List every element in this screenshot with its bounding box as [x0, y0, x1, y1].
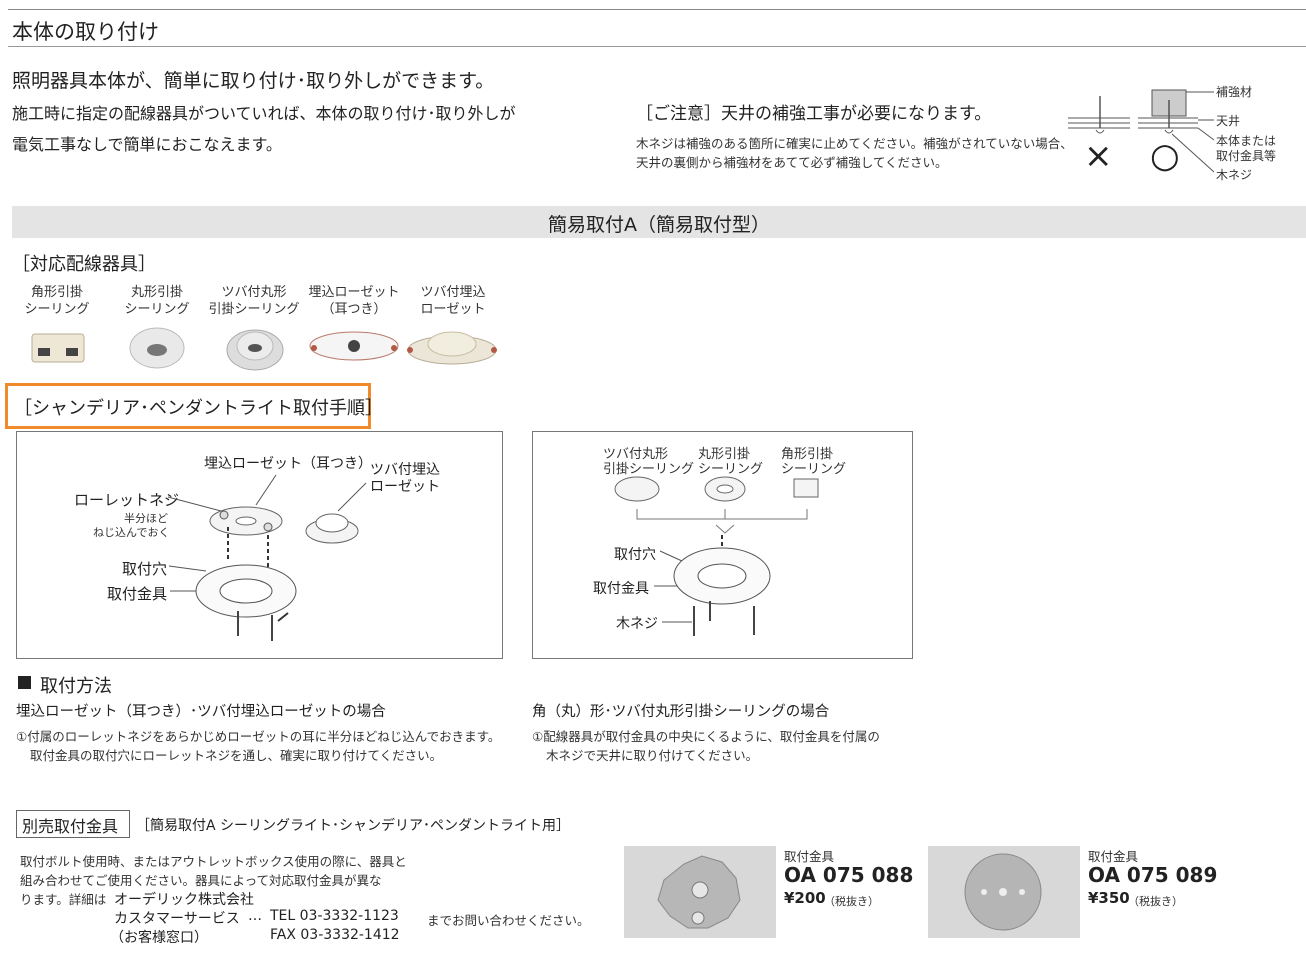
mark-good: ○: [1150, 136, 1180, 176]
product2-label: 取付金具: [1088, 849, 1139, 864]
caution-line2: 天井の裏側から補強材をあてて必ず補強してください。: [636, 155, 948, 170]
compat-label-2a: 丸形引掛: [130, 285, 183, 300]
diagram-left: [16, 431, 503, 659]
product1-price: ¥200: [784, 889, 826, 907]
accessory-dots: …: [248, 908, 262, 924]
bracket-photo-1: [657, 855, 741, 929]
accessory-badge-box: [16, 810, 130, 838]
method-left-line1: ①付属のローレットネジをあらかじめローゼットの耳に半分ほどねじ込んでおきます。: [16, 729, 501, 744]
accessory-subtitle: ［簡易取付A シーリングライト･シャンデリア･ペンダントライト用］: [136, 818, 571, 834]
flange-embedded-rosette-photo: [407, 331, 497, 365]
embedded-rosette-ear-photo: [309, 331, 399, 361]
accessory-window: （お客様窓口）: [110, 930, 208, 946]
compat-label-5b: ローゼット: [420, 302, 486, 317]
dl-roulette: ローレットネジ: [74, 491, 180, 509]
procedure-heading-box: [5, 383, 371, 429]
label-reinforce: 補強材: [1216, 85, 1253, 99]
product1-code: OA 075 088: [784, 863, 914, 887]
accessory-service: カスタマーサービス: [114, 911, 240, 927]
caution-heading: ［ご注意］天井の補強工事が必要になります。: [636, 104, 992, 124]
intro-line1: 施工時に指定の配線器具がついていれば、本体の取り付け･取り外しが: [12, 104, 516, 123]
diagram-right-drawing: [614, 476, 819, 636]
dl-bracket: 取付金具: [107, 585, 168, 603]
compatible-heading: ［対応配線器具］: [12, 254, 156, 275]
method-right-line2: 木ネジで天井に取り付けてください。: [546, 748, 759, 763]
accessory-desc1: 取付ボルト使用時、またはアウトレットボックス使用の際に、器具と: [20, 854, 407, 869]
dl-flange-rosette-1: ツバ付埋込: [370, 462, 440, 478]
method-square: [18, 676, 31, 689]
compat-label-4b: （耳つき）: [321, 302, 387, 317]
method-right-title: 角（丸）形･ツバ付丸形引掛シーリングの場合: [532, 704, 830, 720]
label-body-1: 本体または: [1216, 134, 1277, 148]
dr-item1-2: 引掛シーリング: [603, 462, 695, 477]
compat-label-2b: シーリング: [124, 302, 190, 317]
band-title: 簡易取付A（簡易取付型）: [548, 214, 770, 236]
product2-code: OA 075 089: [1088, 863, 1218, 887]
dr-screw: 木ネジ: [616, 616, 658, 632]
product1-label: 取付金具: [784, 849, 835, 864]
dr-item1-1: ツバ付丸形: [603, 447, 669, 462]
mark-bad: ×: [1084, 136, 1113, 176]
accessory-desc3: ります。詳細は: [20, 892, 107, 907]
label-ceiling: 天井: [1216, 114, 1241, 128]
dr-item2-2: シーリング: [698, 462, 764, 477]
band: [12, 206, 1306, 238]
dr-hole: 取付穴: [614, 547, 656, 563]
section-title: 本体の取り付け: [12, 20, 159, 44]
accessory-company: オーデリック株式会社: [114, 892, 254, 908]
compat-label-5a: ツバ付埋込: [420, 285, 486, 300]
accessory-desc2: 組み合わせてご使用ください。器具によって対応取付金具が異な: [20, 873, 382, 888]
compat-label-4a: 埋込ローゼット: [308, 285, 400, 300]
dl-rosette-ear: 埋込ローゼット（耳つき）: [204, 456, 372, 472]
intro-line2: 電気工事なしで簡単におこなえます。: [12, 135, 282, 154]
method-left-line2: 取付金具の取付穴にローレットネジを通し、確実に取り付けてください。: [30, 748, 443, 763]
dr-bracket: 取付金具: [593, 581, 649, 597]
bracket-photo-2: [964, 853, 1042, 931]
top-rule: [8, 9, 1306, 10]
dr-item2-1: 丸形引掛: [698, 447, 751, 462]
label-screw: 木ネジ: [1216, 168, 1253, 182]
dr-item3-2: シーリング: [781, 462, 847, 477]
accessory-fax: FAX 03-3332-1412: [270, 927, 400, 943]
product2-price: ¥350: [1088, 889, 1130, 907]
square-ceiling-photo: [31, 333, 85, 363]
label-body-2: 取付金具等: [1216, 149, 1277, 163]
accessory-inquiry: までお問い合わせください。: [427, 913, 590, 928]
flange-round-ceiling-photo: [226, 329, 284, 371]
diagram-left-drawing: [167, 474, 367, 641]
dl-flange-rosette-2: ローゼット: [370, 479, 440, 495]
intro-headline: 照明器具本体が、簡単に取り付け･取り外しができます。: [12, 70, 495, 92]
product2-tax: （税抜き）: [1128, 895, 1183, 908]
reinforcement-diagram: [1068, 89, 1215, 173]
compat-label-3b: 引掛シーリング: [208, 302, 300, 317]
method-heading: 取付方法: [40, 676, 112, 697]
product1-tax: （税抜き）: [824, 895, 879, 908]
compat-label-1b: シーリング: [24, 302, 90, 317]
dr-item3-1: 角形引掛: [781, 447, 834, 462]
dl-note-2: ねじ込んでおく: [93, 526, 170, 539]
procedure-heading: ［シャンデリア･ペンダントライト取付手順］: [14, 398, 383, 419]
section-rule: [8, 46, 1306, 47]
round-ceiling-photo: [129, 327, 185, 369]
compat-label-3a: ツバ付丸形: [221, 285, 287, 300]
dl-hole: 取付穴: [122, 560, 168, 578]
method-left-title: 埋込ローゼット（耳つき）･ツバ付埋込ローゼットの場合: [16, 704, 386, 720]
accessory-badge: 別売取付金具: [22, 817, 119, 836]
compat-label-1a: 角形引掛: [30, 285, 83, 300]
method-right-line1: ①配線器具が取付金具の中央にくるように、取付金具を付属の: [532, 729, 880, 744]
caution-line1: 木ネジは補強のある箇所に確実に止めてください。補強がされていない場合、: [636, 136, 1073, 151]
dl-note-1: 半分ほど: [124, 512, 168, 525]
accessory-tel: TEL 03-3332-1123: [270, 908, 399, 924]
